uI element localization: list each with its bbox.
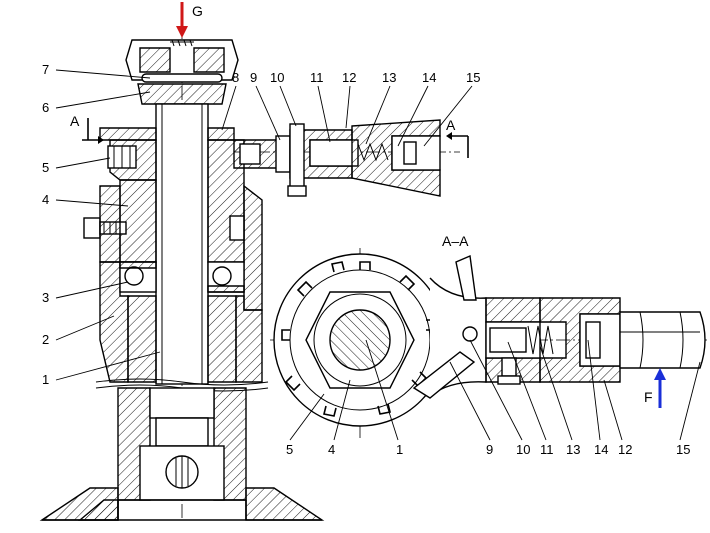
label-1-bottom: 1: [396, 442, 403, 457]
label-4: 4: [42, 192, 49, 207]
label-14-bottom: 14: [594, 442, 608, 457]
label-1: 1: [42, 372, 49, 387]
top-labels: 8 9 10 11 12 13 14 15: [221, 70, 480, 147]
shaft-1-section: [329, 309, 391, 371]
section-mark-left: A: [70, 113, 104, 144]
label-13-bottom: 13: [566, 442, 580, 457]
bottom-labels: 5 4 1 9 10 11 13 14 12 15: [286, 339, 701, 457]
left-labels: 7 6 5 4 3 2 1: [42, 62, 161, 387]
label-11-top: 11: [310, 70, 324, 85]
section-a-a-view: A–A: [270, 233, 710, 440]
label-15-bottom: 15: [676, 442, 690, 457]
section-mark-a-right: A: [446, 117, 456, 133]
label-10-top: 10: [270, 70, 284, 85]
pin-7: [141, 73, 223, 83]
label-10-bottom: 10: [516, 442, 530, 457]
nut-4: [119, 179, 157, 263]
bearing-3: [119, 261, 245, 293]
pawl-9: [275, 135, 291, 173]
section-mark-a-left: A: [70, 113, 80, 129]
label-3: 3: [42, 290, 49, 305]
pivot-10: [462, 326, 478, 342]
spring-13-section: [527, 325, 554, 355]
section-title: A–A: [442, 233, 469, 249]
label-15-top: 15: [466, 70, 480, 85]
force-g-label: G: [192, 3, 203, 19]
handle-section: [233, 119, 460, 197]
label-14-top: 14: [422, 70, 436, 85]
housing-2: [99, 185, 121, 263]
force-f-arrow: F: [644, 368, 666, 408]
bolt-10: [289, 123, 305, 191]
label-5: 5: [42, 160, 49, 175]
force-g-arrow: G: [176, 2, 203, 38]
handle-body-12: [485, 297, 541, 323]
pawl-9-section: [455, 254, 477, 301]
label-13-top: 13: [382, 70, 396, 85]
set-screw: [83, 217, 101, 239]
label-12-top: 12: [342, 70, 356, 85]
plunger-11: [309, 139, 359, 167]
plunger-11-section: [489, 327, 527, 353]
label-2: 2: [42, 332, 49, 347]
label-8: 8: [232, 70, 239, 85]
collar-6: [137, 83, 227, 105]
label-9-top: 9: [250, 70, 257, 85]
tube-15: [619, 311, 706, 369]
force-f-label: F: [644, 389, 653, 405]
label-11-bottom: 11: [540, 442, 554, 457]
section-mark-right: A: [446, 117, 469, 158]
label-9-bottom: 9: [486, 442, 493, 457]
label-7: 7: [42, 62, 49, 77]
label-6: 6: [42, 100, 49, 115]
label-5-bottom: 5: [286, 442, 293, 457]
label-12-bottom: 12: [618, 442, 632, 457]
vertical-section-view: [39, 20, 325, 521]
screw-shaft-1: [155, 103, 209, 385]
label-4-bottom: 4: [328, 442, 335, 457]
